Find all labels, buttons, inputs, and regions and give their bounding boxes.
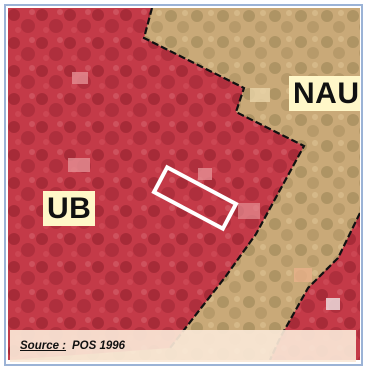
- source-value: POS 1996: [72, 340, 126, 352]
- roof-patch: [326, 298, 340, 310]
- zone-label-ub: UB: [43, 191, 96, 226]
- roof-patch: [198, 168, 212, 180]
- roof-patch: [238, 203, 260, 219]
- zone-boundary-line-east: [268, 212, 360, 360]
- zone-ub-texture: [8, 8, 304, 360]
- source-caption: Source : POS 1996: [10, 330, 356, 362]
- roof-patch: [68, 158, 90, 172]
- zone-label-nau: NAU: [289, 76, 360, 111]
- source-label: Source :: [20, 340, 67, 352]
- roof-patch: [294, 268, 312, 282]
- zone-boundary-line: [142, 8, 306, 349]
- zoning-map: NAU UB: [8, 8, 360, 360]
- parcel-outline: [151, 164, 239, 232]
- zone-ub-east-texture: [270, 213, 360, 360]
- roof-patch: [250, 88, 270, 102]
- roof-patch: [72, 72, 88, 84]
- map-canvas: [8, 8, 360, 360]
